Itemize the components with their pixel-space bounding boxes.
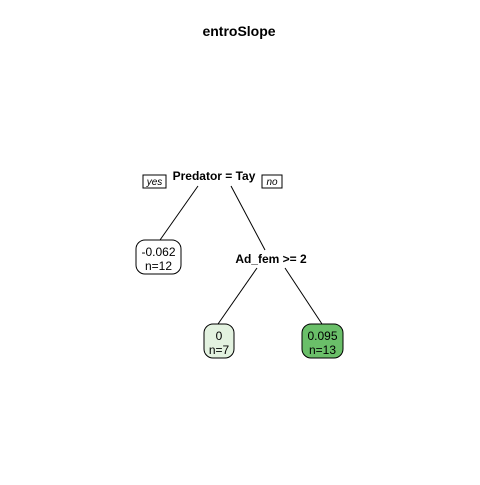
internal-split-label: Ad_fem >= 2 xyxy=(235,252,307,266)
leaf-count-1: n=12 xyxy=(145,259,172,273)
leaf-value-1: -0.062 xyxy=(141,245,175,259)
yes-tag-label: yes xyxy=(146,177,163,188)
edge-root-right xyxy=(230,185,266,251)
edge-internal-left xyxy=(217,267,258,325)
leaf-box-2 xyxy=(203,323,235,359)
root-split-label: Predator = Tay xyxy=(173,169,256,183)
leaf-count-2: n=7 xyxy=(209,343,230,357)
leaf-node-3: 0.095 n=13 xyxy=(301,323,344,359)
edge-internal-right xyxy=(284,267,323,325)
edge-root-left xyxy=(159,185,199,241)
no-branch-tag: no xyxy=(261,174,283,189)
no-tag-label: no xyxy=(266,177,278,188)
chart-title: entroSlope xyxy=(202,23,275,39)
leaf-node-2: 0 n=7 xyxy=(203,323,235,359)
leaf-box-3 xyxy=(301,323,344,359)
yes-branch-tag: yes xyxy=(142,174,167,189)
leaf-value-2: 0 xyxy=(216,329,223,343)
no-tag-box xyxy=(261,174,283,189)
leaf-count-3: n=13 xyxy=(309,343,336,357)
leaf-node-1: -0.062 n=12 xyxy=(135,239,182,275)
yes-tag-box xyxy=(142,174,167,189)
leaf-value-3: 0.095 xyxy=(307,329,337,343)
leaf-box-1 xyxy=(135,239,182,275)
